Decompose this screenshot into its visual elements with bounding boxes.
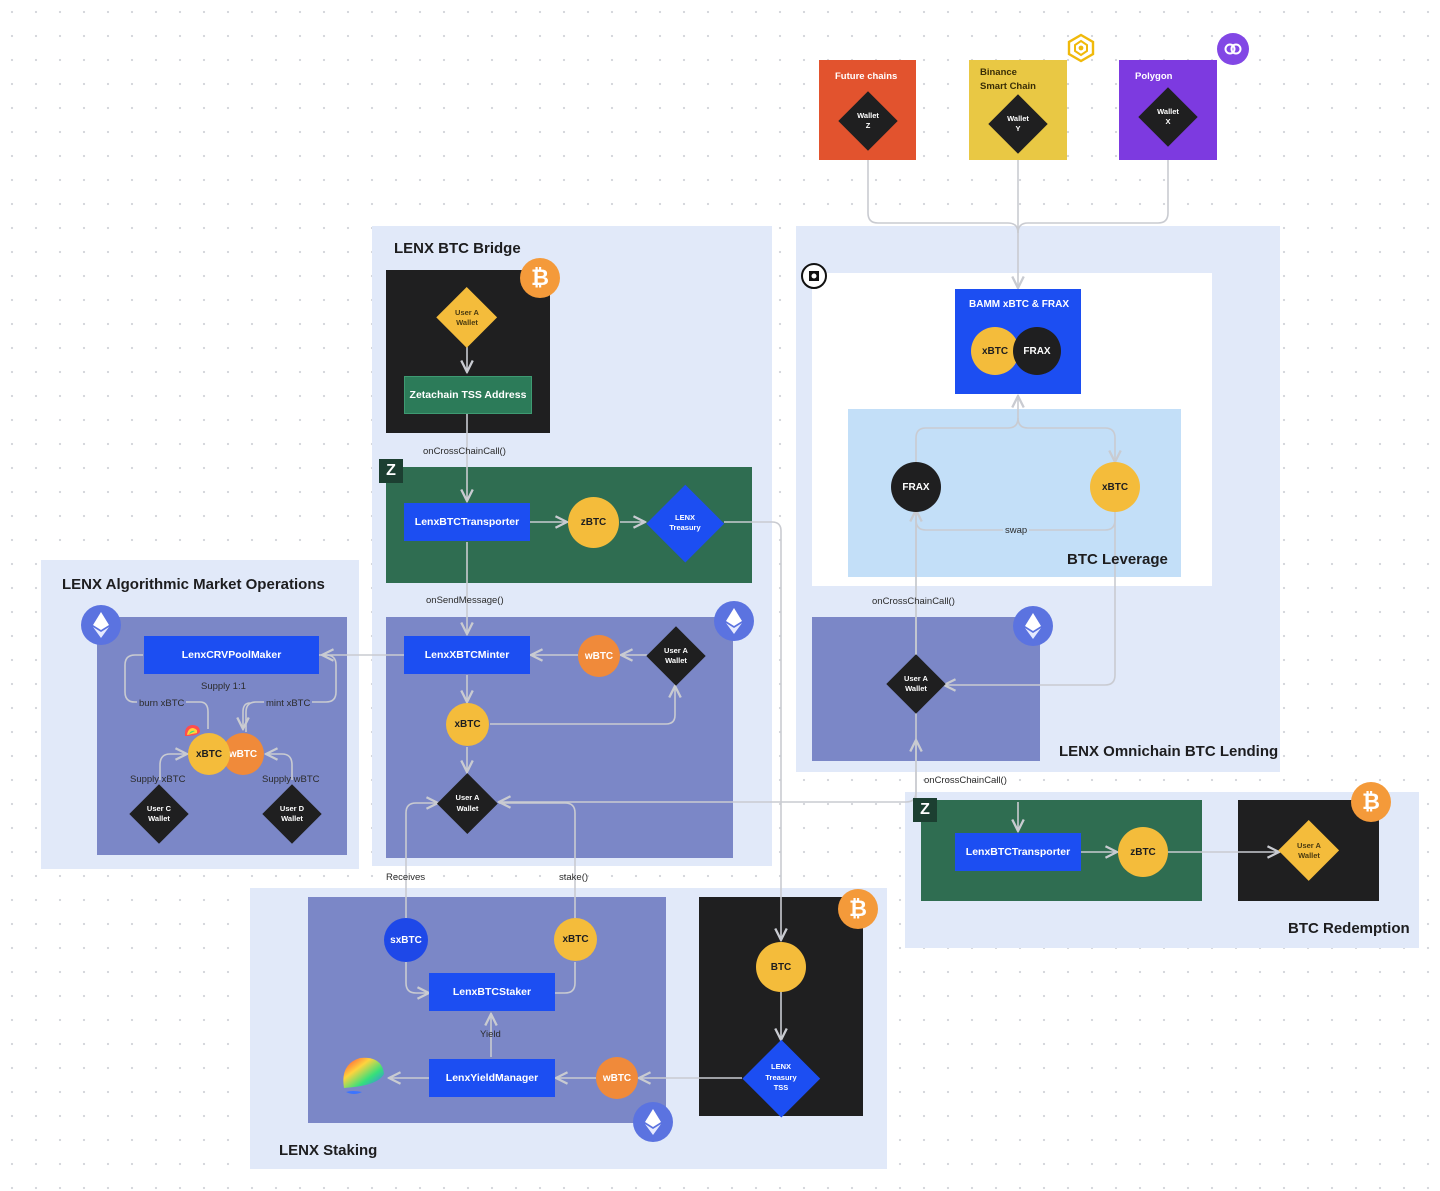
- lenx-crv-pool-maker: LenxCRVPoolMaker: [144, 636, 319, 674]
- curve-icon: [184, 725, 200, 736]
- lenx-btc-staker: LenxBTCStaker: [429, 973, 555, 1011]
- wbtc-token: wBTC: [578, 635, 620, 677]
- leverage-frax: FRAX: [891, 462, 941, 512]
- sxbtc-token: sxBTC: [384, 918, 428, 962]
- lenx-btc-transporter: LenxBTCTransporter: [404, 503, 530, 541]
- future-chains-title: Future chains: [835, 71, 898, 82]
- btc-token: BTC: [756, 942, 806, 992]
- stake-label: stake(): [559, 872, 589, 883]
- btc-leverage-title: BTC Leverage: [1067, 551, 1168, 568]
- redemption-transporter: LenxBTCTransporter: [955, 833, 1081, 871]
- mint-xbtc-label: mint xBTC: [264, 698, 313, 709]
- ethereum-icon: [81, 605, 121, 645]
- amo-xbtc: xBTC: [188, 733, 230, 775]
- supply-ratio-label: Supply 1:1: [201, 681, 246, 692]
- ethereum-icon: [633, 1102, 673, 1142]
- bridge-title: LENX BTC Bridge: [394, 240, 521, 257]
- supply-wbtc-label: Supply wBTC: [262, 774, 320, 785]
- ethereum-icon: [714, 601, 754, 641]
- ethereum-icon: [1013, 606, 1053, 646]
- lenx-yield-manager: LenxYieldManager: [429, 1059, 555, 1097]
- receives-label: Receives: [386, 872, 426, 883]
- redemption-title: BTC Redemption: [1288, 920, 1410, 937]
- staking-title: LENX Staking: [279, 1142, 378, 1159]
- curve-icon: [343, 1057, 384, 1094]
- lending-on-cross-chain-call: onCrossChainCall(): [872, 596, 955, 607]
- zetachain-tss-address: Zetachain TSS Address: [404, 376, 532, 414]
- bamm-xbtc: xBTC: [971, 327, 1019, 375]
- xbtc-token: xBTC: [446, 703, 489, 746]
- bamm-title: BAMM xBTC & FRAX: [969, 299, 1069, 310]
- polygon-icon: [1217, 33, 1249, 65]
- lending-on-cross-chain-call-2: onCrossChainCall(): [924, 775, 1007, 786]
- bamm-frax: FRAX: [1013, 327, 1061, 375]
- on-cross-chain-call-label: onCrossChainCall(): [423, 446, 506, 457]
- burn-xbtc-label: burn xBTC: [137, 698, 187, 709]
- leverage-xbtc: xBTC: [1090, 462, 1140, 512]
- polygon-title: Polygon: [1135, 71, 1173, 82]
- bnb-icon: [1067, 33, 1095, 63]
- zetachain-icon: Z: [913, 798, 937, 822]
- lenx-xbtc-minter: LenxXBTCMinter: [404, 636, 530, 674]
- bitcoin-icon: ₿: [838, 889, 878, 929]
- bitcoin-icon: ₿: [1351, 782, 1391, 822]
- frax-icon: [801, 263, 827, 289]
- zetachain-icon: Z: [379, 459, 403, 483]
- bitcoin-icon: ₿: [520, 258, 560, 298]
- bamm-box: BAMM xBTC & FRAX xBTC FRAX: [955, 289, 1081, 394]
- amo-title: LENX Algorithmic Market Operations: [62, 576, 325, 593]
- swap-label: swap: [1003, 525, 1030, 536]
- supply-xbtc-label: Supply xBTC: [130, 774, 186, 785]
- redemption-zbtc: zBTC: [1118, 827, 1168, 877]
- yield-label: Yield: [480, 1029, 501, 1040]
- zbtc-token: zBTC: [568, 497, 619, 548]
- on-send-message-label: onSendMessage(): [426, 595, 504, 606]
- staking-wbtc-token: wBTC: [596, 1057, 638, 1099]
- lending-title: LENX Omnichain BTC Lending: [1059, 743, 1279, 760]
- staking-xbtc-token: xBTC: [554, 918, 597, 961]
